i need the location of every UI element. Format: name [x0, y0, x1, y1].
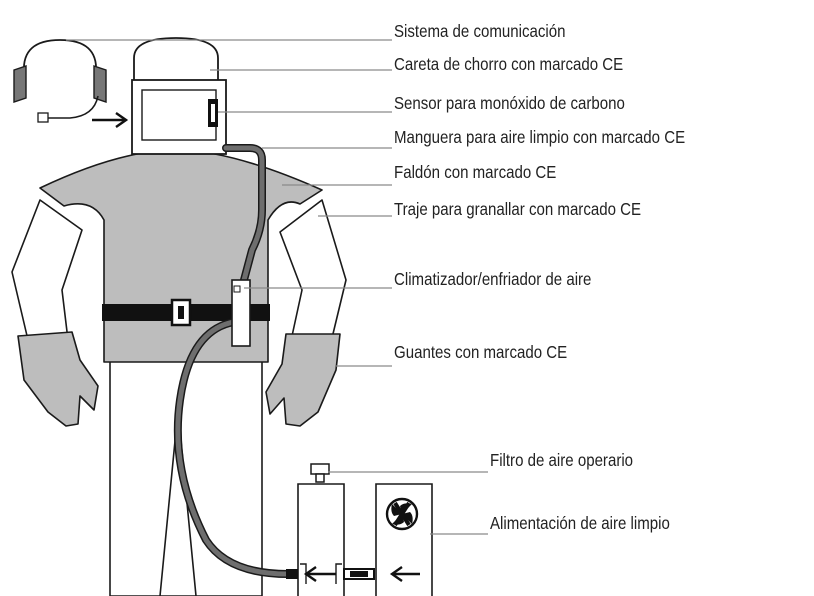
belt-buckle-pin: [178, 306, 184, 319]
cape: [39, 149, 323, 363]
label-cape: Faldón con marcado CE: [394, 162, 557, 182]
climate-controller: [231, 279, 251, 347]
filter-body: [297, 483, 345, 596]
filter-neck: [315, 473, 325, 483]
air-filter-unit: [286, 463, 375, 596]
helmet-visor: [141, 89, 217, 141]
clean-air-supply: [375, 483, 433, 596]
label-climate-controller: Climatizador/enfriador de aire: [394, 269, 592, 289]
arrow-left-icon: [303, 566, 336, 582]
climate-knob: [233, 285, 241, 293]
headset: [13, 39, 129, 128]
label-blasting-suit: Traje para granallar con marcado CE: [394, 199, 642, 219]
headset-mic: [37, 112, 49, 123]
headset-mic-boom: [42, 95, 99, 119]
filter-inner-right: [335, 563, 342, 584]
headset-band: [23, 39, 97, 73]
headset-earcup-left: [13, 65, 27, 103]
arrow-left-icon: [389, 566, 420, 582]
belt: [102, 298, 270, 327]
left-glove: [17, 331, 99, 427]
label-clean-air-supply: Alimentación de aire limpio: [490, 513, 670, 533]
filter-inner-left: [300, 563, 307, 584]
hose-upper: [223, 145, 265, 283]
right-arm: [279, 199, 347, 339]
right-glove: [265, 333, 341, 427]
filter-cap: [310, 463, 330, 475]
coupling-core: [350, 571, 368, 577]
left-arm: [11, 199, 83, 341]
hose-lower: [175, 319, 291, 577]
label-gloves: Guantes con marcado CE: [394, 342, 568, 362]
leader-lines: [66, 39, 488, 535]
arrow-right-icon: [92, 112, 129, 128]
helmet: [131, 37, 227, 155]
label-air-hose: Manguera para aire limpio con marcado CE: [394, 127, 686, 147]
filter-inlet-port: [286, 569, 298, 579]
climate-unit: [231, 279, 251, 347]
cape-shape: [39, 149, 323, 363]
label-communication-system: Sistema de comunicación: [394, 21, 566, 41]
label-operator-air-filter: Filtro de aire operario: [490, 450, 634, 470]
air-hose: [173, 144, 292, 578]
label-blast-helmet: Careta de chorro con marcado CE: [394, 54, 624, 74]
co-sensor-slot: [211, 104, 215, 122]
headset-earcup-right: [93, 65, 107, 103]
fan-icon: [385, 497, 419, 531]
label-co-sensor: Sensor para monóxido de carbono: [394, 93, 625, 113]
helmet-hood: [133, 37, 219, 84]
gloves: [17, 331, 341, 427]
